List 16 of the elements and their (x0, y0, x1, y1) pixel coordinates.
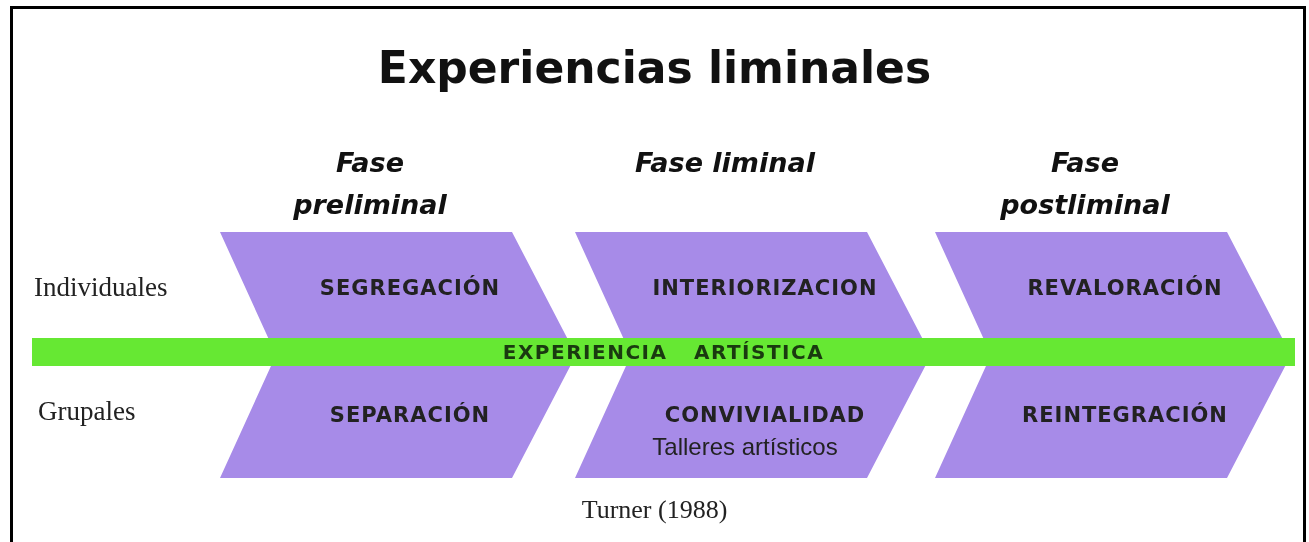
stage-label: REINTEGRACIÓN (1021, 403, 1229, 427)
stage-label: CONVIVIALIDAD (663, 403, 867, 427)
stage-label: SEGREGACIÓN (318, 276, 502, 300)
row-label: Grupales (38, 396, 136, 427)
stage-label: INTERIORIZACION (651, 276, 879, 300)
stage-label: REVALORACIÓN (1026, 276, 1224, 300)
caption: Turner (1988) (580, 495, 729, 525)
band-label: EXPERIENCIA ARTÍSTICA (502, 340, 825, 364)
phase-heading: Fase postliminal (999, 146, 1171, 222)
row-label: Individuales (34, 272, 168, 303)
stage-label: SEPARACIÓN (328, 403, 492, 427)
phase-heading: Fase liminal (634, 146, 817, 180)
title: Experiencias liminales (376, 42, 933, 93)
note-text: Talleres artísticos (651, 433, 839, 461)
band-bar (32, 338, 1295, 366)
phase-heading: Fase preliminal (292, 146, 448, 222)
